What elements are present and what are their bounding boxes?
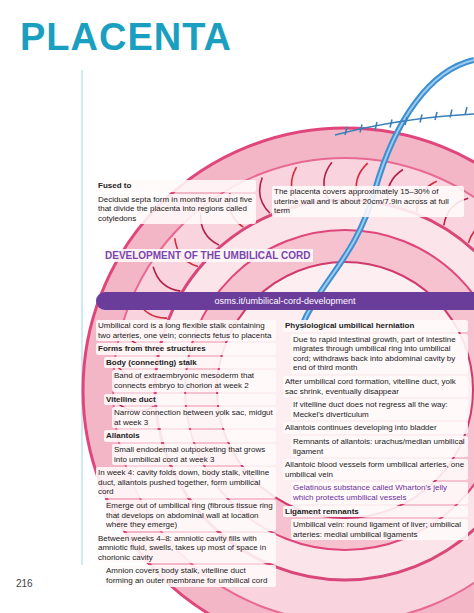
note-heading: Vitelline duct bbox=[104, 394, 276, 406]
note-text: Small endodermal outpocketing that grows… bbox=[112, 444, 276, 465]
note-text: Due to rapid intestinal growth, part of … bbox=[291, 334, 468, 374]
scale-line bbox=[335, 114, 474, 135]
note-text: Allantois continues developing into blad… bbox=[283, 422, 468, 434]
note-text: Emerge out of umbilical ring (fibrous ti… bbox=[104, 500, 276, 531]
tick bbox=[345, 127, 347, 135]
note-text: The placenta covers approximately 15–30%… bbox=[272, 186, 464, 217]
section-heading: DEVELOPMENT OF THE UMBILICAL CORD bbox=[102, 249, 313, 262]
note-text: Remnants of allantois: urachus/median um… bbox=[291, 436, 468, 457]
note-heading: Allantois bbox=[104, 430, 276, 442]
url-text: osms.it/umbilical-cord-development bbox=[96, 292, 474, 310]
uterine-wall bbox=[83, 128, 474, 613]
note-text: Umbilical vein: round ligament of liver;… bbox=[291, 519, 468, 540]
tick bbox=[405, 117, 407, 125]
link-banner: DEVELOPMENT OF THE UMBILICAL CORDosms.it… bbox=[96, 292, 474, 310]
tick bbox=[435, 112, 437, 120]
note-heading: Physiological umbilical herniation bbox=[283, 320, 468, 332]
page-number: 216 bbox=[14, 577, 54, 591]
margin-line bbox=[81, 70, 83, 565]
tick bbox=[360, 125, 362, 133]
vessel bbox=[468, 220, 474, 243]
note-text: Allantoic blood vessels form umbilical a… bbox=[283, 459, 468, 480]
note-heading: Ligament remnants bbox=[283, 506, 468, 518]
tick bbox=[465, 107, 467, 115]
vessel bbox=[153, 267, 180, 291]
scale-ticks bbox=[345, 107, 467, 135]
note-heading: Body (connecting) stalk bbox=[104, 357, 276, 369]
note-text: If vitelline duct does not regress all t… bbox=[291, 399, 468, 420]
note-text: Decidual septa form in months four and f… bbox=[96, 194, 256, 225]
note-text: Gelatinous substance called Wharton's je… bbox=[291, 482, 468, 503]
note-heading: Forms from three structures bbox=[96, 343, 276, 355]
tick bbox=[390, 120, 392, 128]
text-column: 216 bbox=[14, 577, 54, 593]
note-text: Band of extraembryonic mesoderm that con… bbox=[112, 370, 276, 391]
note-text: In week 4: cavity folds down, body stalk… bbox=[96, 467, 276, 498]
tick bbox=[420, 115, 422, 123]
note-text: Between weeks 4–8: amniotic cavity fills… bbox=[96, 533, 276, 564]
text-column: Umbilical cord is a long flexible stalk … bbox=[96, 320, 276, 589]
vessel bbox=[260, 178, 270, 214]
note-text: Umbilical cord is a long flexible stalk … bbox=[96, 320, 276, 341]
tick bbox=[450, 110, 452, 118]
note-text: Amnion covers body stalk, vitelline duct… bbox=[104, 565, 276, 586]
note-text: After umbilical cord formation, vitellin… bbox=[283, 376, 468, 397]
note-heading: Fused to bbox=[96, 180, 256, 192]
tick bbox=[375, 122, 377, 130]
note-text: Narrow connection between yolk sac, midg… bbox=[112, 407, 276, 428]
text-column: The placenta covers approximately 15–30%… bbox=[272, 186, 464, 219]
text-column: Fused to Decidual septa form in months fo… bbox=[96, 180, 256, 226]
text-column: Physiological umbilical herniationDue to… bbox=[283, 320, 468, 542]
page-title: PLACENTA bbox=[20, 16, 232, 59]
